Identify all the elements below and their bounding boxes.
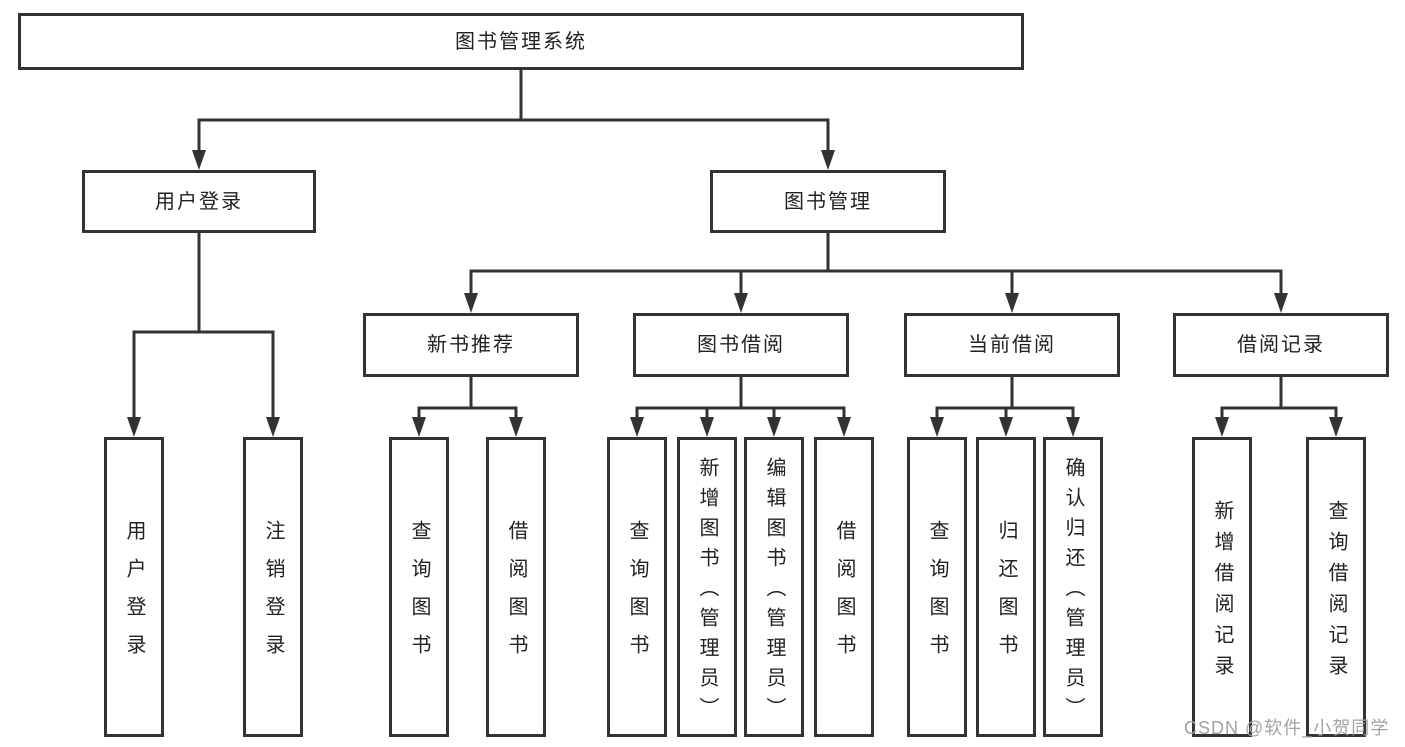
leaf-current-query-label: 查询图书: [926, 520, 948, 672]
node-root-label: 图书管理系统: [455, 30, 587, 53]
leaf-borrow-book-label: 借阅图书: [833, 520, 855, 672]
node-root: 图书管理系统: [18, 13, 1024, 70]
leaf-current-return: 归还图书: [976, 437, 1036, 737]
leaf-new-book-borrow: 借阅图书: [486, 437, 546, 737]
leaf-current-confirm-admin-label: 确认归还（管理员）: [1062, 457, 1084, 727]
node-current-borrow-label: 当前借阅: [968, 334, 1056, 356]
leaf-borrow-book: 借阅图书: [814, 437, 874, 737]
leaf-current-confirm-admin: 确认归还（管理员）: [1043, 437, 1103, 737]
node-user-login: 用户登录: [82, 170, 316, 233]
leaf-new-book-query: 查询图书: [389, 437, 449, 737]
leaf-current-query: 查询图书: [907, 437, 967, 737]
node-user-login-label: 用户登录: [155, 190, 243, 213]
node-book-management-label: 图书管理: [784, 190, 872, 213]
leaf-borrow-add-admin-label: 新增图书（管理员）: [696, 457, 718, 727]
leaf-record-query: 查询借阅记录: [1306, 437, 1366, 737]
leaf-record-add-label: 新增借阅记录: [1211, 499, 1233, 686]
leaf-borrow-query: 查询图书: [607, 437, 667, 737]
leaf-user-login: 用户登录: [104, 437, 164, 737]
leaf-record-add: 新增借阅记录: [1192, 437, 1252, 737]
leaf-borrow-add-admin: 新增图书（管理员）: [677, 437, 737, 737]
leaf-borrow-query-label: 查询图书: [626, 520, 648, 672]
leaf-current-return-label: 归还图书: [995, 520, 1017, 672]
node-borrow-records: 借阅记录: [1173, 313, 1389, 377]
leaf-borrow-edit-admin: 编辑图书（管理员）: [744, 437, 804, 737]
csdn-watermark: CSDN @软件_小贺同学: [1184, 718, 1390, 738]
node-new-book-recommend-label: 新书推荐: [427, 334, 515, 356]
node-borrow-records-label: 借阅记录: [1237, 334, 1325, 356]
leaf-record-query-label: 查询借阅记录: [1325, 499, 1347, 686]
leaf-new-book-query-label: 查询图书: [408, 520, 430, 672]
node-book-management: 图书管理: [710, 170, 946, 233]
leaf-new-book-borrow-label: 借阅图书: [505, 520, 527, 672]
node-new-book-recommend: 新书推荐: [363, 313, 579, 377]
node-book-borrow-label: 图书借阅: [697, 334, 785, 356]
node-current-borrow: 当前借阅: [904, 313, 1120, 377]
node-book-borrow: 图书借阅: [633, 313, 849, 377]
leaf-logout-label: 注销登录: [262, 520, 284, 672]
leaf-user-login-label: 用户登录: [123, 520, 145, 672]
leaf-logout: 注销登录: [243, 437, 303, 737]
leaf-borrow-edit-admin-label: 编辑图书（管理员）: [763, 457, 785, 727]
